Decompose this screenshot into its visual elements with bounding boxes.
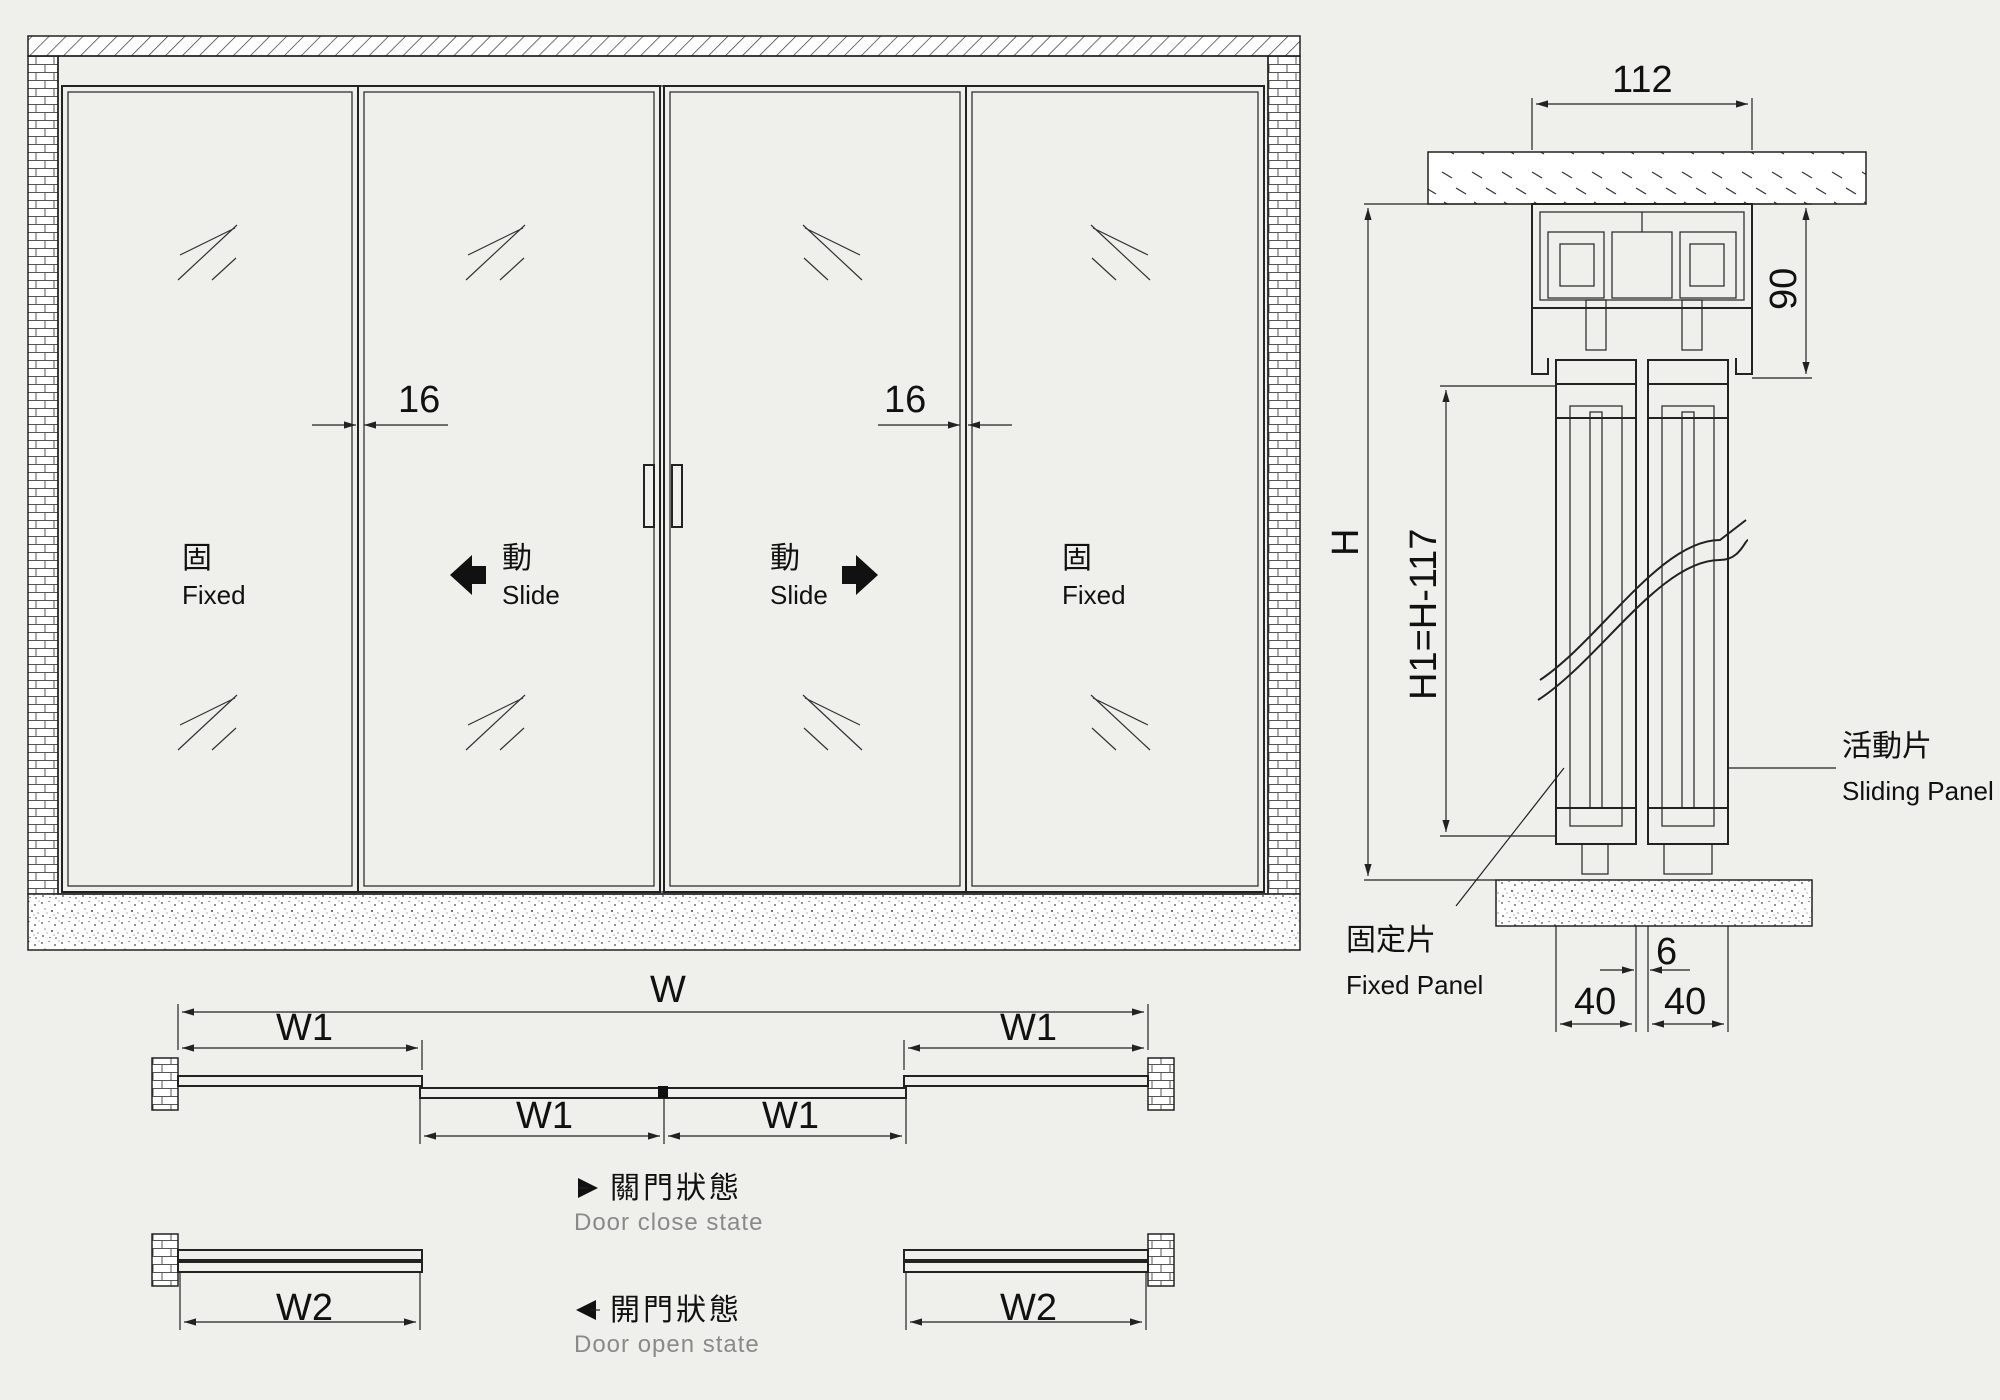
w1-bottom-right: W1 bbox=[762, 1095, 819, 1137]
triangle-left-icon bbox=[576, 1300, 596, 1320]
section-floor bbox=[1495, 879, 1813, 927]
fixed-panel-en: Fixed Panel bbox=[1346, 970, 1483, 1000]
w1-top-right: W1 bbox=[1000, 1007, 1057, 1049]
sliding-panel-cn: 活動片 bbox=[1842, 730, 1932, 763]
sliding-panel-en: Sliding Panel bbox=[1842, 776, 1994, 806]
close-state-cn: 關門狀態 bbox=[610, 1172, 742, 1205]
overlap-dim-right: 16 bbox=[878, 379, 1012, 429]
elevation-view: 16 16 固 Fixed 動 Slide 動 Slide 固 Fixed bbox=[27, 35, 1301, 951]
plan-open: W2 W2 開門狀態 Door open state bbox=[151, 1233, 1175, 1358]
fixed-panel-cn: 固定片 bbox=[1346, 924, 1436, 957]
arrow-left-icon bbox=[450, 555, 486, 595]
panel-1-en: Fixed bbox=[182, 580, 246, 610]
handle-left bbox=[643, 464, 655, 528]
section-view: 112 90 bbox=[1325, 59, 1994, 1032]
plan-open-wall-left bbox=[151, 1233, 179, 1287]
fixed-width-label: 40 bbox=[1574, 981, 1616, 1023]
panel-1-cn: 固 bbox=[182, 542, 212, 575]
glass-reflections bbox=[177, 224, 1151, 751]
panel-fixed-right bbox=[965, 85, 1265, 893]
left-brick-wall bbox=[27, 55, 59, 895]
open-state-cn: 開門狀態 bbox=[610, 1294, 742, 1327]
panel-slide-right bbox=[663, 85, 967, 893]
height-label: H bbox=[1325, 529, 1367, 556]
break-line bbox=[1537, 519, 1749, 701]
close-state-en: Door close state bbox=[574, 1209, 763, 1236]
panel-height-label: H1=H-117 bbox=[1403, 529, 1445, 700]
overlap-dim-left: 16 bbox=[312, 379, 448, 429]
header-track bbox=[1531, 203, 1753, 375]
w2-left: W2 bbox=[276, 1287, 333, 1329]
ceiling-slab bbox=[1427, 151, 1867, 205]
panel-3-cn: 動 bbox=[770, 542, 800, 575]
floor-concrete bbox=[27, 893, 1301, 951]
panel-3-en: Slide bbox=[770, 580, 828, 610]
plan-close-wall-right bbox=[1147, 1057, 1175, 1111]
right-brick-wall bbox=[1267, 55, 1301, 895]
door-frame bbox=[57, 55, 1269, 895]
handle-right bbox=[671, 464, 683, 528]
sliding-width-label: 40 bbox=[1664, 981, 1706, 1023]
overlap-left-label: 16 bbox=[398, 379, 440, 421]
plan-open-wall-right bbox=[1147, 1233, 1175, 1287]
panel-fixed-left bbox=[61, 85, 359, 893]
w1-top-left: W1 bbox=[276, 1007, 333, 1049]
w2-right: W2 bbox=[1000, 1287, 1057, 1329]
panel-4-en: Fixed bbox=[1062, 580, 1126, 610]
panel-4-cn: 固 bbox=[1062, 542, 1092, 575]
top-width-label: 112 bbox=[1612, 59, 1673, 101]
panel-2-cn: 動 bbox=[502, 542, 532, 575]
w1-bottom-left: W1 bbox=[516, 1095, 573, 1137]
fixed-panel-section bbox=[1555, 359, 1637, 875]
plan-close: W W1 W1 W1 W1 關門狀態 Door close state bbox=[151, 969, 1175, 1236]
panel-2-en: Slide bbox=[502, 580, 560, 610]
total-width-label: W bbox=[650, 969, 686, 1011]
header-height-label: 90 bbox=[1763, 268, 1805, 310]
plan-close-wall-left bbox=[151, 1057, 179, 1111]
gap-label: 6 bbox=[1656, 931, 1677, 973]
open-state-en: Door open state bbox=[574, 1331, 760, 1358]
overlap-right-label: 16 bbox=[884, 379, 926, 421]
sliding-panel-section bbox=[1647, 359, 1729, 875]
panel-slide-left bbox=[357, 85, 661, 893]
arrow-right-icon bbox=[842, 555, 878, 595]
ceiling-hatch bbox=[27, 35, 1301, 57]
